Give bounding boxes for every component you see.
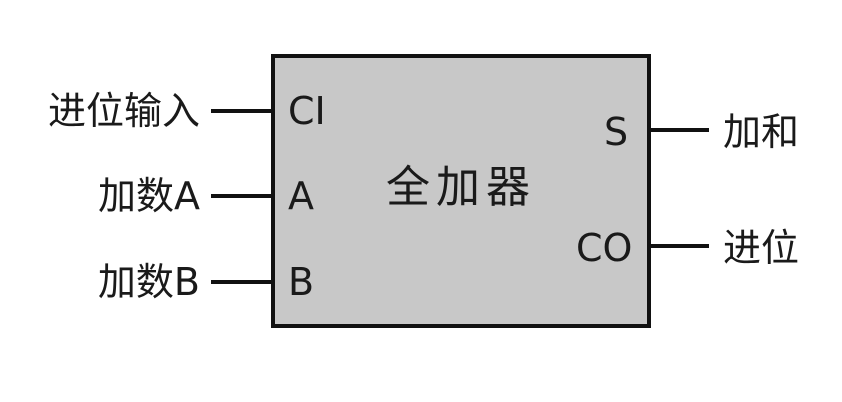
output-wire-sum xyxy=(651,128,709,132)
port-label-a: A xyxy=(288,174,314,218)
input-label-a: 加数A xyxy=(98,174,200,218)
output-wire-carry-out xyxy=(651,244,709,248)
input-wire-b xyxy=(211,280,273,284)
output-label-sum: 加和 xyxy=(723,110,800,154)
block-title: 全加器 xyxy=(386,162,536,213)
output-label-carry-out: 进位 xyxy=(723,226,800,270)
input-wire-carry-in xyxy=(211,109,273,113)
port-label-ci: CI xyxy=(288,89,326,133)
input-label-carry-in: 进位输入 xyxy=(47,89,200,133)
port-label-co: CO xyxy=(576,226,633,270)
port-label-s: S xyxy=(604,110,629,154)
input-wire-a xyxy=(211,194,273,198)
input-label-b: 加数B xyxy=(97,260,200,304)
full-adder-block xyxy=(271,54,651,328)
port-label-b: B xyxy=(288,260,315,304)
